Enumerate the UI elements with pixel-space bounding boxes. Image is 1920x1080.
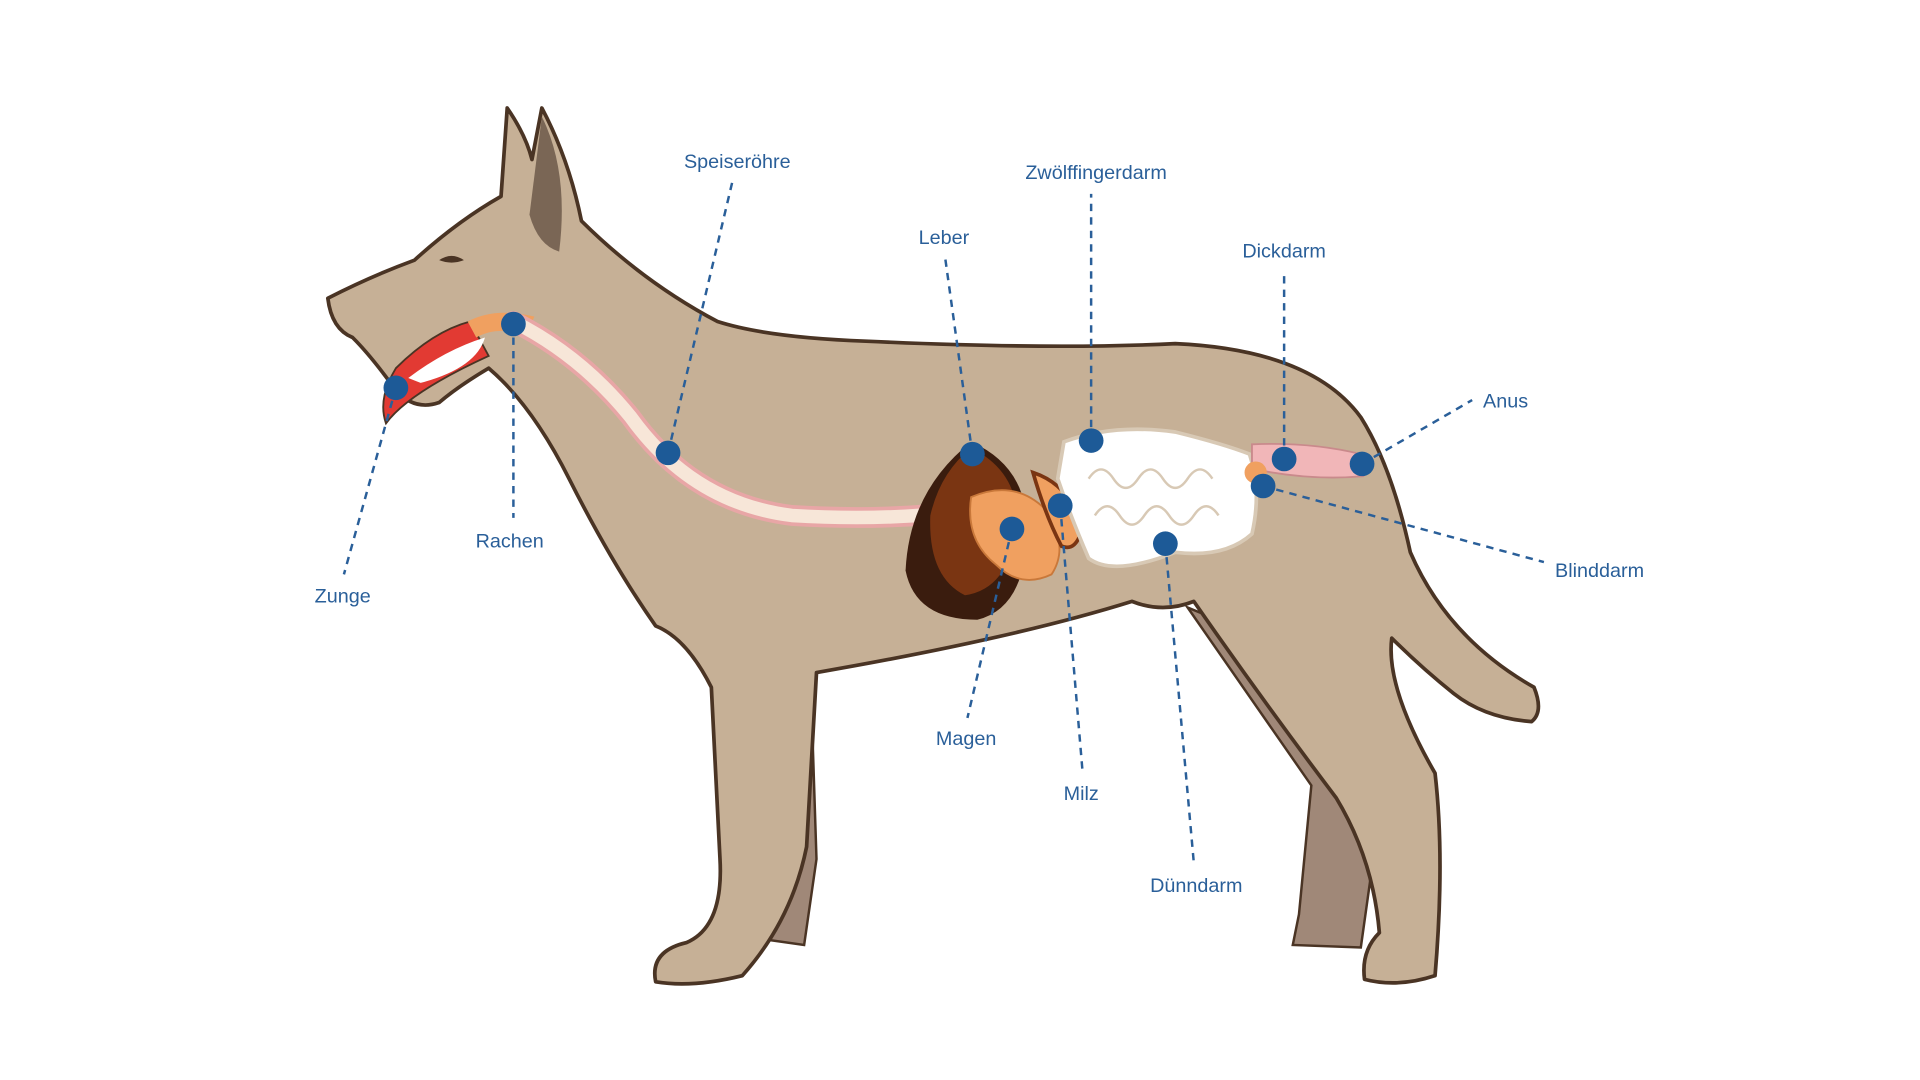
- label-duenndarm: Dünndarm: [1150, 875, 1242, 897]
- label-rachen: Rachen: [476, 530, 544, 552]
- small-intestine: [1055, 427, 1259, 569]
- leader-magen: [966, 528, 1014, 719]
- eye: [439, 255, 464, 263]
- marker-blinddarm[interactable]: [1250, 473, 1276, 499]
- label-dickdarm: Dickdarm: [1242, 241, 1326, 263]
- leader-leber: [943, 257, 974, 455]
- marker-rachen[interactable]: [501, 311, 526, 337]
- marker-milz[interactable]: [1047, 493, 1073, 518]
- label-milz: Milz: [1064, 783, 1099, 805]
- intestine-folds: [1087, 468, 1220, 526]
- marker-magen[interactable]: [999, 516, 1025, 542]
- marker-dickdarm[interactable]: [1271, 446, 1297, 472]
- leader-anus: [1361, 399, 1473, 465]
- label-blinddarm: Blinddarm: [1555, 560, 1644, 582]
- leader-milz: [1058, 505, 1084, 771]
- label-zwoelffingerdarm: Zwölffingerdarm: [1025, 162, 1166, 184]
- marker-zwoelffingerdarm[interactable]: [1078, 428, 1104, 453]
- marker-anus[interactable]: [1349, 451, 1375, 477]
- label-leber: Leber: [919, 227, 970, 249]
- ear-inner: [529, 116, 562, 252]
- esophagus-inner: [506, 314, 985, 525]
- marker-duenndarm[interactable]: [1152, 531, 1178, 556]
- marker-speiseroehre[interactable]: [655, 440, 681, 466]
- label-zunge: Zunge: [315, 586, 371, 608]
- marker-leber[interactable]: [960, 441, 985, 467]
- leader-zunge: [342, 387, 398, 575]
- label-magen: Magen: [936, 728, 996, 750]
- leader-speiseroehre: [666, 181, 734, 454]
- marker-zunge[interactable]: [383, 375, 409, 401]
- teeth: [408, 337, 485, 383]
- label-speiseroehre: Speiseröhre: [684, 151, 791, 173]
- label-anus: Anus: [1483, 391, 1528, 413]
